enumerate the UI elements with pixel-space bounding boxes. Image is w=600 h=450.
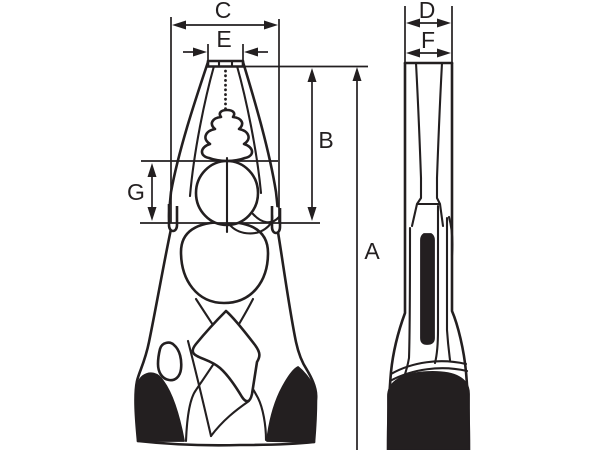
- dim-d: D: [404, 0, 453, 62]
- joint-seam-lower: [227, 213, 274, 235]
- handle-gap-sliver: [156, 341, 183, 382]
- handle-gap-diamond: [191, 309, 261, 403]
- dim-a-arrowhead-top: [352, 67, 362, 81]
- dim-a: A: [352, 67, 380, 450]
- dim-f-arrowhead-right: [437, 48, 451, 58]
- dim-f-label: F: [421, 27, 435, 53]
- handle-left-outer-edge: [134, 227, 173, 443]
- dim-g: G: [127, 163, 157, 221]
- dim-b-arrowhead-bottom: [307, 207, 317, 221]
- grip-right: [266, 366, 318, 443]
- dim-c-label: C: [215, 0, 232, 23]
- dim-c: C: [170, 0, 280, 223]
- side-grip-collar-upper: [389, 360, 468, 376]
- dim-e-extension-lines: [207, 44, 244, 60]
- dim-g-arrowhead-bottom: [147, 207, 157, 221]
- dimension-annotations: C E G B A: [127, 0, 453, 450]
- jaw-left-inner-line: [188, 64, 216, 198]
- dim-d-extension-lines: [404, 6, 453, 62]
- dim-d-arrowhead-left: [406, 18, 420, 28]
- dim-b: B: [307, 68, 334, 221]
- side-joint-inner-mid: [433, 204, 440, 365]
- side-jaw-wedge: [410, 176, 445, 228]
- jaw-tip-serration-ticks: [217, 59, 234, 68]
- dim-d-arrowhead-right: [437, 18, 451, 28]
- side-lap-joint-slot: [420, 233, 435, 345]
- dim-e-label: E: [216, 26, 231, 52]
- strap-crossing-line: [209, 399, 251, 438]
- grip-left: [135, 372, 185, 442]
- dim-b-arrowhead-top: [307, 68, 317, 82]
- dim-g-arrowhead-top: [147, 163, 157, 177]
- front-view: [134, 59, 318, 447]
- side-joint-inner-right: [445, 216, 452, 362]
- side-view: [386, 61, 471, 450]
- dim-c-extension-lines: [170, 17, 280, 223]
- dim-e-arrowhead-left: [193, 47, 207, 57]
- dim-d-label: D: [419, 0, 436, 23]
- dim-e-arrowhead-right: [244, 47, 258, 57]
- dim-c-arrowhead-right: [264, 20, 278, 30]
- jaw-right-inner-line: [235, 64, 263, 195]
- dim-c-arrowhead-left: [172, 20, 186, 30]
- dim-e: E: [183, 26, 268, 60]
- side-joint-boss-edge: [447, 215, 454, 257]
- side-jaw-taper-left: [414, 61, 423, 180]
- dim-g-label: G: [127, 179, 145, 205]
- dim-b-label: B: [318, 127, 333, 153]
- side-jaw-taper-right: [435, 61, 444, 180]
- side-grip: [387, 371, 470, 450]
- pipe-grip-section: [200, 108, 254, 163]
- side-grip-collar-lower: [388, 367, 469, 383]
- dim-f: F: [406, 27, 451, 58]
- dim-f-arrowhead-left: [406, 48, 420, 58]
- joint-boss: [179, 220, 270, 305]
- handle-bottom-edge: [136, 439, 316, 447]
- dim-a-label: A: [364, 238, 380, 264]
- strap-inner-edge-left: [186, 339, 213, 438]
